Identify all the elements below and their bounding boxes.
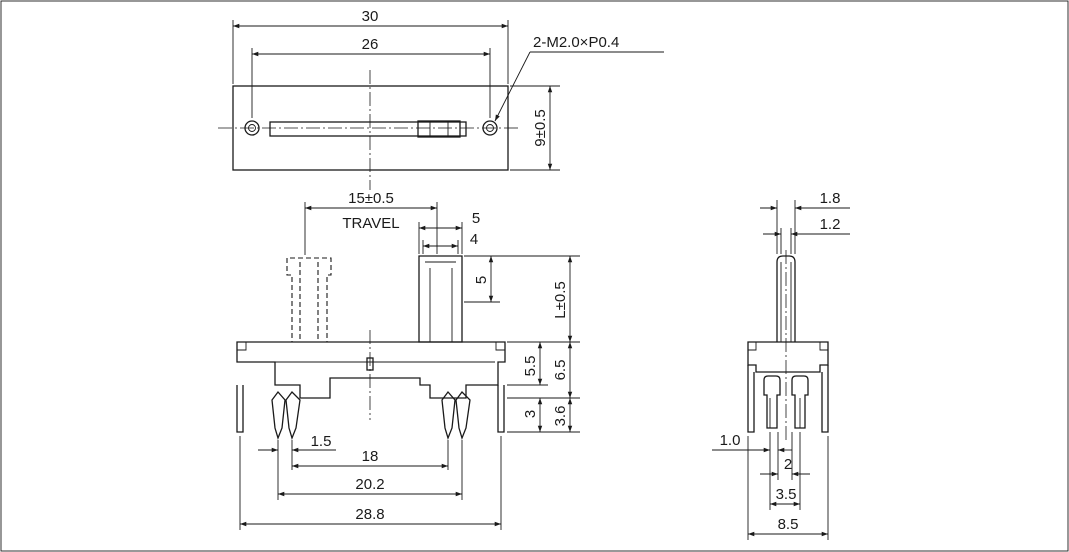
body [236,341,506,399]
pin-right-2 [455,391,471,440]
dim-26: 26 [362,36,379,53]
dim-knob-height-5: 5 [473,276,490,284]
dim-side-1-2: 1.2 [820,216,841,233]
side-lever [776,255,796,342]
pin-right-1 [441,390,456,440]
pin-left-1 [271,390,286,440]
dim-side-2: 2 [784,456,792,473]
knob-travel-ghost [286,257,332,343]
side-body [747,341,829,373]
mount-hole-left [244,120,260,136]
side-view: 1.8 1.2 1.0 2 3.5 8.5 [712,190,850,540]
dim-30: 30 [362,8,379,25]
dim-side-3-5: 3.5 [776,486,797,503]
dim-20-2: 20.2 [355,476,384,493]
dim-28-8: 28.8 [355,506,384,523]
top-knob [417,120,461,138]
dim-5-5: 5.5 [522,356,539,377]
dim-knob-4: 4 [470,231,478,248]
dim-knob-5: 5 [472,210,480,227]
dim-side-1-8: 1.8 [820,190,841,207]
dim-1-5: 1.5 [311,433,332,450]
dim-side-1-0: 1.0 [720,432,741,449]
side-pin-right [791,375,809,429]
mount-hole-callout: 2-M2.0×P0.4 [533,34,619,51]
dim-6-5: 6.5 [552,360,569,381]
dim-side-8-5: 8.5 [778,516,799,533]
dim-9: 9±0.5 [532,109,549,146]
mount-hole-right [482,120,498,136]
slider-knob [418,255,463,343]
dim-lever-length: L±0.5 [552,281,569,318]
side-pin-left [763,375,781,429]
dim-3-6: 3.6 [552,406,569,427]
pin-left-2 [285,391,301,440]
top-slot [269,121,467,137]
dim-travel: 15±0.5 [348,190,394,207]
dim-18: 18 [362,448,379,465]
side-terminal-left [236,385,244,433]
side-terminal-right [497,385,505,433]
front-view: 15±0.5 TRAVEL 5 4 5 L±0.5 5.5 6.5 3 [236,190,580,530]
top-view: 30 26 2-M2.0×P0.4 9±0.5 [218,8,664,190]
dim-3: 3 [522,410,539,418]
travel-label: TRAVEL [342,215,399,232]
